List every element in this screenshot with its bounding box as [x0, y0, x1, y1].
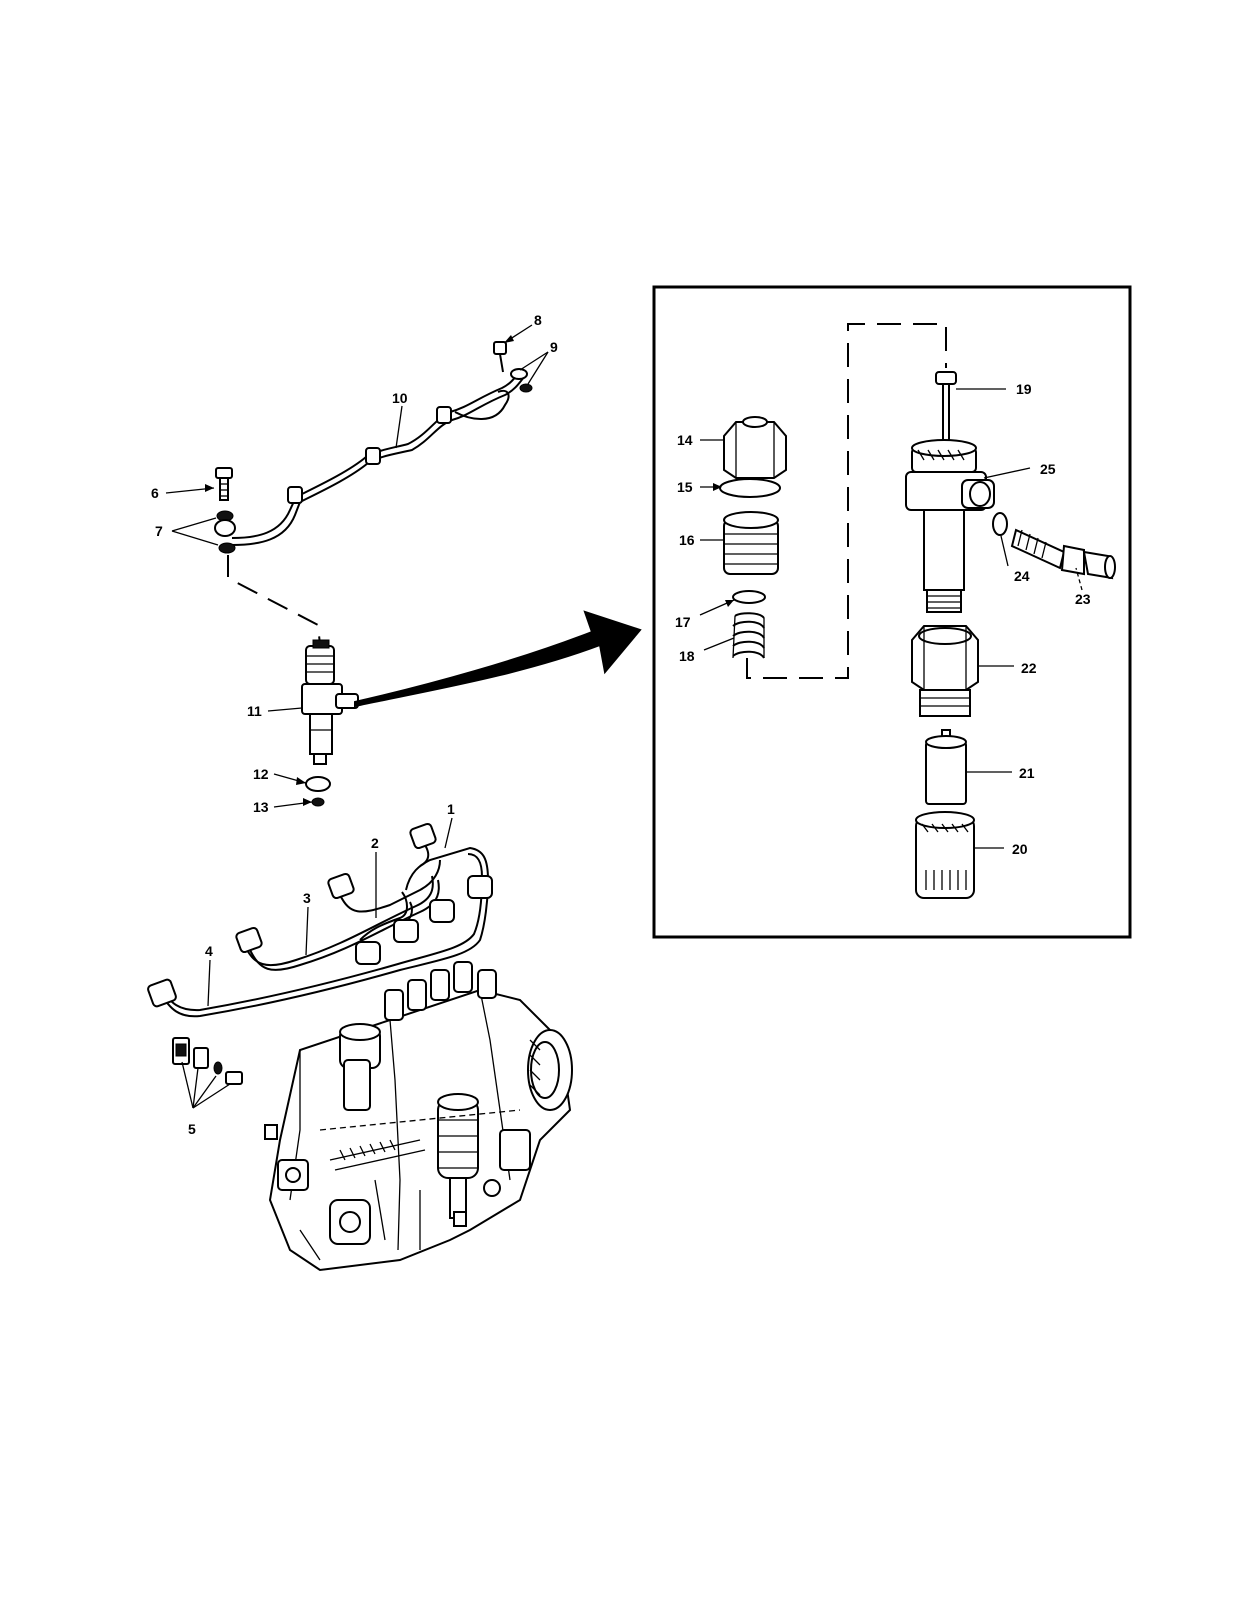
- callout-23-label: 23: [1075, 591, 1091, 607]
- seal-washer-24: [993, 513, 1007, 535]
- washer-17: [733, 591, 765, 603]
- callout-6-label: 6: [151, 485, 159, 501]
- callout-13: 13: [253, 798, 312, 815]
- callout-16-label: 16: [679, 532, 695, 548]
- callout-22-label: 22: [1021, 660, 1037, 676]
- callout-20-label: 20: [1012, 841, 1028, 857]
- washer-13: [312, 798, 324, 806]
- bolt-6: [216, 468, 232, 500]
- callout-2-label: 2: [371, 835, 379, 851]
- callout-12-label: 12: [253, 766, 269, 782]
- callout-11-label: 11: [247, 703, 262, 719]
- callout-25-label: 25: [1040, 461, 1056, 477]
- callout-24-label: 24: [1014, 568, 1030, 584]
- nozzle-nut-22: [912, 626, 978, 716]
- callout-9-label: 9: [550, 339, 558, 355]
- callout-14-label: 14: [677, 432, 693, 448]
- injector-body-25: [906, 440, 994, 612]
- callout-7: 7: [155, 518, 218, 545]
- callout-3-label: 3: [303, 890, 311, 906]
- callout-21: 21: [966, 765, 1035, 781]
- washer-12: [306, 777, 330, 791]
- callout-21-label: 21: [1019, 765, 1035, 781]
- callout-14: 14: [677, 432, 724, 448]
- callout-5: 5: [188, 1121, 196, 1137]
- callout-3: 3: [303, 890, 311, 955]
- callout-20: 20: [974, 841, 1028, 857]
- callout-7-label: 7: [155, 523, 163, 539]
- callout-12: 12: [253, 766, 306, 785]
- detail-arrow: [355, 612, 640, 706]
- callout-19-label: 19: [1016, 381, 1032, 397]
- callout-13-label: 13: [253, 799, 269, 815]
- callout-10-label: 10: [392, 390, 408, 406]
- washers-7: [215, 511, 235, 553]
- retaining-sleeve-20: [916, 812, 974, 898]
- callout-8-label: 8: [534, 312, 542, 328]
- callout-8: 8: [504, 312, 542, 343]
- callout-6: 6: [151, 484, 214, 501]
- callout-17-label: 17: [675, 614, 691, 630]
- callout-19: 19: [956, 381, 1032, 397]
- callout-5-label: 5: [188, 1121, 196, 1137]
- banjo-bolt-8: [494, 342, 506, 372]
- callout-18-label: 18: [679, 648, 695, 664]
- guide-line-left: [228, 555, 320, 645]
- callout-17: 17: [675, 600, 734, 630]
- callout-1-label: 1: [447, 801, 455, 817]
- callout-10: 10: [392, 390, 408, 448]
- callout-4-label: 4: [205, 943, 213, 959]
- clamp-set-5: [173, 1038, 242, 1108]
- seal-ring-15: [720, 479, 780, 497]
- callout-2: 2: [371, 835, 379, 918]
- callout-22: 22: [978, 660, 1037, 676]
- fuel-return-line: [232, 371, 524, 545]
- injection-pump: [265, 962, 572, 1270]
- callout-25: 25: [984, 461, 1056, 478]
- callout-4: 4: [205, 943, 213, 1006]
- detail-frame: [654, 287, 1130, 937]
- callout-15-label: 15: [677, 479, 693, 495]
- callout-11: 11: [247, 703, 302, 719]
- callout-15: 15: [677, 479, 722, 495]
- nozzle-21: [926, 730, 966, 804]
- spring-seat-16: [724, 512, 778, 574]
- callout-18: 18: [679, 638, 734, 664]
- callout-16: 16: [679, 532, 724, 548]
- injector-11: [302, 640, 358, 764]
- callout-1: 1: [445, 801, 455, 848]
- spring-18: [733, 613, 764, 658]
- cap-nut-14: [724, 417, 786, 478]
